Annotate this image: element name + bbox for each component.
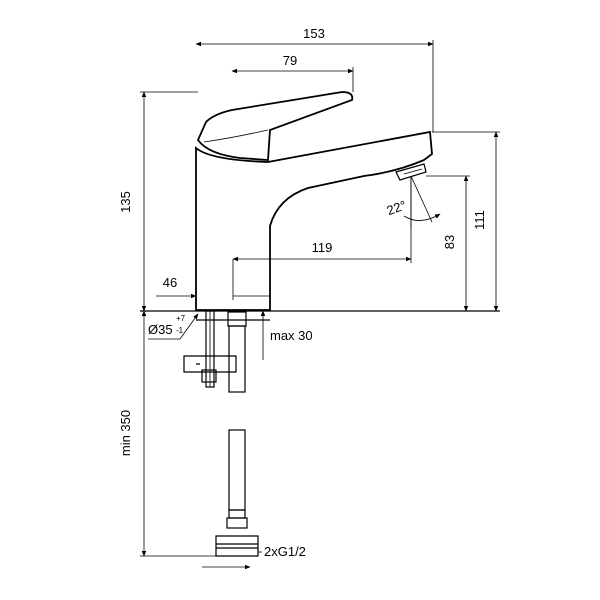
dim-label-connection: 2xG1/2: [264, 544, 306, 559]
dim-label-max30: max 30: [270, 328, 313, 343]
fixing-plate: [183, 355, 237, 373]
dim-label-119: 119: [312, 240, 333, 255]
dim-spout-height: 111: [432, 131, 500, 312]
spout: [195, 130, 433, 311]
dim-outlet-height: 83: [426, 175, 470, 312]
dim-total-height: 135: [118, 91, 198, 312]
dim-hose-length: min 350: [118, 310, 216, 557]
dim-total-length: 153: [195, 26, 434, 132]
dim-label-tol-minus: -1: [176, 326, 184, 335]
dim-max-deck: max 30: [260, 310, 313, 360]
dim-label-111: 111: [472, 210, 487, 230]
hose-lower: [228, 429, 246, 511]
lever-handle: [196, 91, 354, 161]
dim-label-tol-plus: +7: [176, 314, 186, 323]
dim-label-83: 83: [442, 235, 457, 249]
connector-nut: [215, 535, 259, 557]
aerator: [395, 163, 427, 181]
dim-body-offset: 46: [156, 259, 270, 300]
dim-label-min350: min 350: [118, 410, 133, 456]
dim-label-diameter: Ø35: [148, 322, 173, 337]
dim-label-22deg: 22°: [385, 197, 409, 218]
mounting-assembly: [183, 310, 259, 557]
dim-label-135: 135: [118, 191, 133, 213]
dim-connection: 2xG1/2: [202, 544, 306, 570]
dim-label-46: 46: [163, 275, 177, 290]
dim-handle-length: 79: [231, 53, 354, 92]
dim-spout-angle: 22°: [385, 175, 441, 228]
faucet-body: [195, 91, 433, 311]
dim-hole-diameter: Ø35 +7 -1: [148, 313, 199, 340]
dim-label-79: 79: [283, 53, 297, 68]
dim-label-153: 153: [303, 26, 325, 41]
hose-upper: [228, 325, 246, 393]
